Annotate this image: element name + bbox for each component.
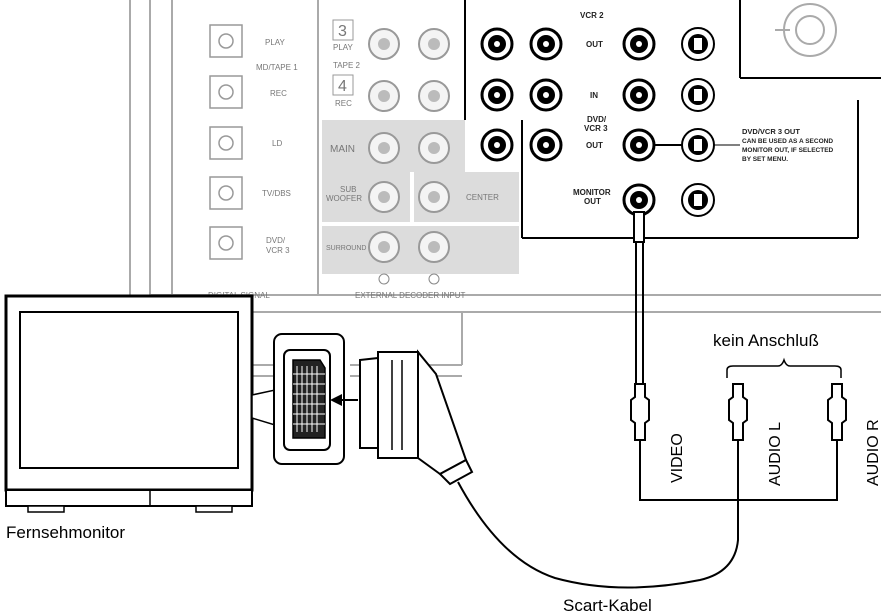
out-label-2: OUT	[586, 141, 603, 150]
decoder-woofer-line: WOOFER	[326, 194, 362, 203]
tv-label: Fernsehmonitor	[6, 523, 125, 542]
button-label-tvdbs: TV/DBS	[262, 189, 291, 198]
tv-monitor	[4, 294, 276, 513]
decoder-center-label: CENTER	[466, 193, 499, 202]
black-rca-jacks	[480, 27, 656, 217]
button-label-play: PLAY	[265, 38, 286, 47]
button-label-rec: REC	[270, 89, 287, 98]
decoder-surround-label: SURROUND	[326, 245, 366, 252]
tape2-label: TAPE 2	[333, 61, 361, 70]
audio-l-plug-label: AUDIO L	[767, 422, 784, 486]
note-line-1: DVD/VCR 3 OUT	[742, 127, 800, 136]
insert-arrow	[330, 394, 358, 406]
scart-cable	[457, 481, 739, 589]
dvd-label-line: DVD/	[587, 115, 607, 124]
monitor-label-line: MONITOR	[573, 188, 611, 197]
note-line-4: BY SET MENU.	[742, 156, 788, 163]
out-label-1: OUT	[586, 40, 603, 49]
button-label-dvd-line: DVD/	[266, 236, 286, 245]
button-label-dvd-vcr3: DVD/VCR 3	[266, 236, 290, 255]
decoder-main-label: MAIN	[330, 144, 355, 155]
vcr3-label-line: VCR 3	[584, 124, 608, 133]
button-label-ld: LD	[272, 139, 282, 148]
tape2-number-4: 4	[338, 78, 347, 95]
scart-socket	[273, 333, 345, 465]
out-label-line: OUT	[584, 197, 601, 206]
video-plug-label: VIDEO	[669, 433, 686, 483]
dvd-vcr3-label: DVD/VCR 3	[584, 115, 608, 133]
decoder-sub-line: SUB	[340, 185, 356, 194]
scart-plug	[359, 349, 474, 486]
in-label: IN	[590, 91, 598, 100]
rca-plugs	[630, 383, 847, 501]
set-menu-note: DVD/VCR 3 OUT CAN BE USED AS A SECOND MO…	[742, 127, 834, 163]
button-label-vcr3-line: VCR 3	[266, 246, 290, 255]
external-decoder-label: EXTERNAL DECODER INPUT	[355, 291, 466, 300]
receiver-back-panel	[129, 0, 881, 377]
s-video-jacks	[654, 27, 740, 217]
md-tape-label: MD/TAPE 1	[256, 63, 298, 72]
tape2-play-label: PLAY	[333, 43, 354, 52]
vcr-monitor-panel	[464, 0, 881, 239]
external-decoder-section	[322, 120, 519, 285]
video-cable	[633, 211, 645, 384]
tape2-number-3: 3	[338, 23, 347, 40]
vcr2-label: VCR 2	[580, 11, 604, 20]
kein-anschluss-brace	[726, 357, 842, 378]
tape2-rec-label: REC	[335, 99, 352, 108]
audio-r-plug-label: AUDIO R	[865, 419, 881, 486]
kein-anschluss-label: kein Anschluß	[713, 331, 819, 350]
note-line-2: CAN BE USED AS A SECOND	[742, 138, 833, 145]
digital-input-buttons	[209, 24, 243, 260]
cable-label: Scart-Kabel	[563, 596, 652, 615]
note-line-3: MONITOR OUT, IF SELECTED	[742, 147, 834, 154]
tape2-section: 3 PLAY TAPE 2 4 REC	[332, 19, 450, 112]
